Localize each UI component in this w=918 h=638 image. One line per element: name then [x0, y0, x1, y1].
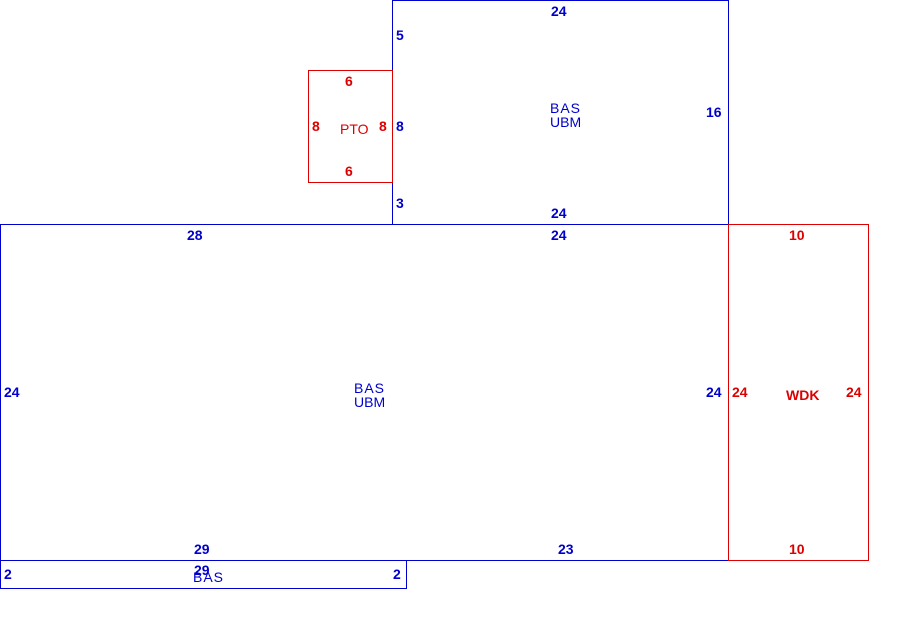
wdk-dim-top: 10	[789, 227, 805, 243]
main-bas-code: BAS	[354, 380, 386, 396]
main-bas-dim-bottom-left: 29	[194, 541, 210, 557]
main-bas-dim-top-right: 24	[551, 227, 567, 243]
bottom-bas-dim-right: 2	[393, 566, 401, 582]
bottom-bas-code: BAS	[193, 569, 225, 585]
main-bas-dim-top-left: 28	[187, 227, 203, 243]
main-bas-dim-right: 24	[706, 384, 722, 400]
pto-code: PTO	[340, 121, 369, 137]
pto-dim-top: 6	[345, 73, 353, 89]
pto-dim-left: 8	[312, 118, 320, 134]
wdk-dim-left: 24	[732, 384, 748, 400]
pto-dim-bottom: 6	[345, 163, 353, 179]
upper-bas-area-label: BAS UBM	[550, 101, 581, 129]
wdk-dim-right: 24	[846, 384, 862, 400]
main-bas-dim-bottom-right: 23	[558, 541, 574, 557]
wdk-dim-bottom: 10	[789, 541, 805, 557]
bottom-bas-dim-left: 2	[4, 566, 12, 582]
main-bas-area-label: BAS UBM	[354, 381, 385, 409]
main-bas-dim-left: 24	[4, 384, 20, 400]
upper-bas-dim-left-middle: 8	[396, 118, 404, 134]
wdk-outline	[728, 224, 869, 561]
wdk-code: WDK	[786, 387, 820, 403]
main-bas-subcode: UBM	[354, 394, 386, 410]
upper-bas-dim-left-lower: 3	[396, 195, 404, 211]
bottom-bas-outline	[0, 560, 407, 589]
pto-outline	[308, 70, 393, 183]
upper-bas-dim-top: 24	[551, 3, 567, 19]
upper-bas-dim-left-upper: 5	[396, 27, 404, 43]
upper-bas-dim-bottom: 24	[551, 205, 567, 221]
upper-bas-dim-right: 16	[706, 104, 722, 120]
bottom-bas-dim-top: 29	[194, 562, 210, 578]
upper-bas-code: BAS	[550, 100, 582, 116]
pto-dim-right: 8	[379, 118, 387, 134]
upper-bas-subcode: UBM	[550, 114, 582, 130]
